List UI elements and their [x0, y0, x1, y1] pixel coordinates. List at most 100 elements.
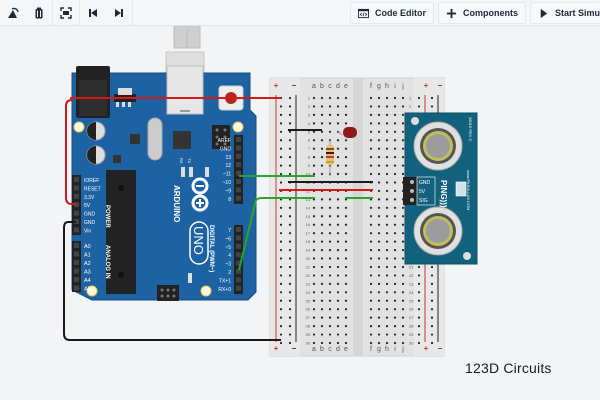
- rail-hole[interactable]: [279, 265, 283, 269]
- breadboard-hole[interactable]: [369, 164, 373, 167]
- breadboard-hole[interactable]: [369, 341, 373, 345]
- breadboard-hole[interactable]: [369, 215, 373, 218]
- components-button[interactable]: Components: [437, 2, 526, 24]
- rail-hole[interactable]: [279, 156, 283, 159]
- breadboard-hole[interactable]: [336, 282, 340, 285]
- breadboard-hole[interactable]: [328, 215, 332, 218]
- breadboard-hole[interactable]: [377, 164, 381, 167]
- breadboard-hole[interactable]: [344, 164, 348, 167]
- breadboard-hole[interactable]: [328, 257, 332, 260]
- rail-hole[interactable]: [288, 265, 292, 269]
- header-pin[interactable]: [236, 243, 241, 249]
- breadboard-hole[interactable]: [385, 325, 389, 328]
- breadboard-hole[interactable]: [401, 333, 405, 336]
- wire-5v[interactable]: [65, 99, 76, 205]
- breadboard-hole[interactable]: [320, 113, 324, 116]
- breadboard-hole[interactable]: [385, 316, 389, 319]
- breadboard-hole[interactable]: [344, 248, 348, 252]
- breadboard-hole[interactable]: [320, 316, 324, 319]
- code-editor-button[interactable]: Code Editor: [349, 2, 434, 24]
- breadboard-hole[interactable]: [393, 257, 397, 260]
- breadboard-hole[interactable]: [312, 265, 316, 269]
- breadboard-hole[interactable]: [393, 164, 397, 167]
- breadboard-hole[interactable]: [377, 232, 381, 235]
- rail-hole[interactable]: [417, 325, 421, 328]
- breadboard-hole[interactable]: [312, 232, 316, 235]
- breadboard-hole[interactable]: [385, 206, 389, 209]
- breadboard-hole[interactable]: [320, 299, 324, 302]
- breadboard-hole[interactable]: [369, 248, 373, 252]
- breadboard-hole[interactable]: [385, 232, 389, 235]
- breadboard-hole[interactable]: [312, 105, 316, 108]
- rail-hole[interactable]: [288, 215, 292, 218]
- rail-hole[interactable]: [288, 325, 292, 328]
- breadboard-hole[interactable]: [377, 96, 381, 100]
- rail-hole[interactable]: [417, 308, 421, 311]
- breadboard-hole[interactable]: [385, 299, 389, 302]
- breadboard-hole[interactable]: [312, 215, 316, 218]
- rail-hole[interactable]: [279, 248, 283, 252]
- breadboard-hole[interactable]: [336, 308, 340, 311]
- breadboard-hole[interactable]: [312, 274, 316, 277]
- breadboard-hole[interactable]: [328, 308, 332, 311]
- rail-hole[interactable]: [288, 240, 292, 243]
- breadboard-hole[interactable]: [377, 139, 381, 142]
- breadboard-hole[interactable]: [320, 232, 324, 235]
- breadboard-hole[interactable]: [385, 248, 389, 252]
- breadboard-hole[interactable]: [393, 181, 397, 184]
- breadboard-hole[interactable]: [320, 172, 324, 176]
- step-forward-button[interactable]: [106, 0, 132, 26]
- start-simulation-button[interactable]: Start Simu: [529, 2, 600, 24]
- rail-hole[interactable]: [279, 316, 283, 319]
- breadboard-hole[interactable]: [393, 291, 397, 294]
- breadboard-hole[interactable]: [336, 333, 340, 336]
- circuit-canvas[interactable]: RX TX ARDUINO UNO IOREFRESET3.3V5VGNDGND…: [0, 26, 600, 400]
- breadboard-hole[interactable]: [401, 341, 405, 345]
- rail-hole[interactable]: [288, 282, 292, 285]
- breadboard-hole[interactable]: [369, 274, 373, 277]
- breadboard-hole[interactable]: [401, 139, 405, 142]
- breadboard-hole[interactable]: [328, 232, 332, 235]
- rail-hole[interactable]: [288, 274, 292, 277]
- breadboard-hole[interactable]: [385, 215, 389, 218]
- breadboard-hole[interactable]: [344, 96, 348, 100]
- header-pin[interactable]: [236, 179, 241, 184]
- breadboard-hole[interactable]: [336, 198, 340, 201]
- rail-hole[interactable]: [288, 113, 292, 116]
- breadboard-hole[interactable]: [393, 325, 397, 328]
- rail-hole[interactable]: [288, 232, 292, 235]
- breadboard-hole[interactable]: [336, 206, 340, 209]
- header-pin[interactable]: [236, 227, 241, 232]
- breadboard-hole[interactable]: [312, 172, 316, 176]
- breadboard-hole[interactable]: [320, 122, 324, 125]
- breadboard-hole[interactable]: [328, 274, 332, 277]
- breadboard-hole[interactable]: [320, 105, 324, 108]
- breadboard-hole[interactable]: [312, 257, 316, 260]
- breadboard-hole[interactable]: [401, 257, 405, 260]
- rotate-button[interactable]: [0, 0, 26, 26]
- breadboard-hole[interactable]: [385, 113, 389, 116]
- header-pin[interactable]: [236, 187, 241, 193]
- breadboard-hole[interactable]: [377, 240, 381, 243]
- rail-hole[interactable]: [288, 156, 292, 159]
- rail-hole[interactable]: [279, 282, 283, 285]
- breadboard-hole[interactable]: [312, 164, 316, 167]
- breadboard-hole[interactable]: [377, 189, 381, 193]
- breadboard-hole[interactable]: [385, 282, 389, 285]
- breadboard-hole[interactable]: [369, 333, 373, 336]
- rail-hole[interactable]: [279, 274, 283, 277]
- breadboard-hole[interactable]: [401, 215, 405, 218]
- header-pin[interactable]: [236, 277, 241, 283]
- breadboard-hole[interactable]: [328, 325, 332, 328]
- breadboard-hole[interactable]: [320, 164, 324, 167]
- breadboard-hole[interactable]: [328, 316, 332, 319]
- breadboard-hole[interactable]: [336, 232, 340, 235]
- breadboard-hole[interactable]: [320, 341, 324, 345]
- breadboard-hole[interactable]: [312, 325, 316, 328]
- breadboard-hole[interactable]: [336, 96, 340, 100]
- breadboard-hole[interactable]: [369, 139, 373, 142]
- breadboard-hole[interactable]: [328, 333, 332, 336]
- breadboard-hole[interactable]: [377, 257, 381, 260]
- breadboard-hole[interactable]: [312, 122, 316, 125]
- breadboard-hole[interactable]: [393, 341, 397, 345]
